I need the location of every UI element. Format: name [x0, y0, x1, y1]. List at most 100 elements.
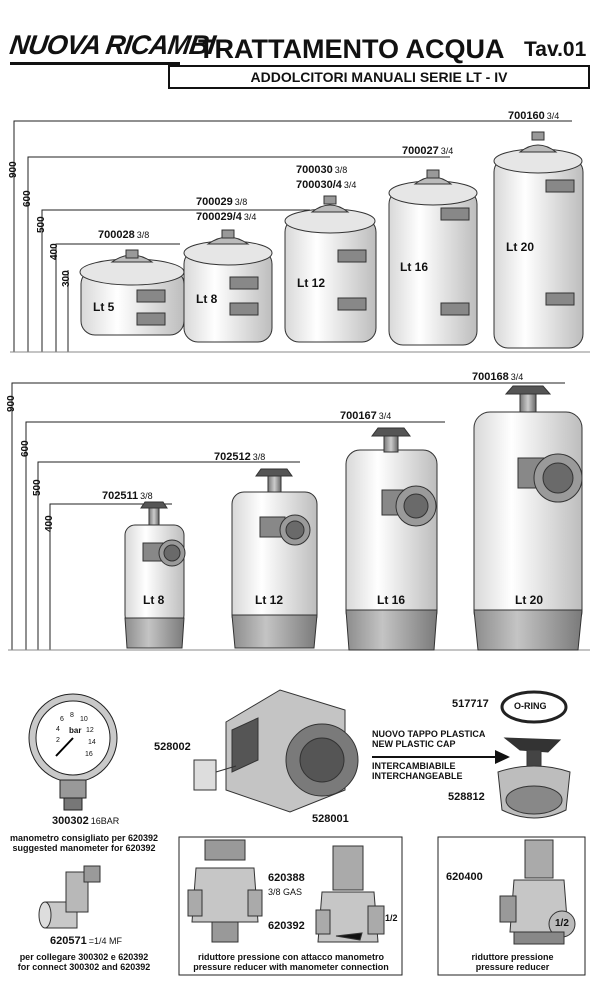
code-value: 700030/4	[296, 179, 342, 191]
caption-it: riduttore pressione con attacco manometr…	[197, 952, 385, 962]
gauge-tick: 10	[80, 716, 88, 723]
height-label-900: 900	[8, 161, 19, 178]
tank-label-lt8: Lt 8	[196, 292, 218, 306]
gauge-tick: 2	[56, 737, 60, 744]
height2-label-400: 400	[44, 515, 55, 532]
note-en: NEW PLASTIC CAP	[372, 739, 456, 749]
code-528001: 528001	[312, 813, 349, 825]
size-value: 3/8	[334, 165, 348, 175]
size-value: 3/4	[440, 146, 454, 156]
code-620388: 620388	[268, 872, 305, 884]
page-subtitle: ADDOLCITORI MANUALI SERIE LT - IV	[168, 65, 590, 89]
reducer-620392-drawing	[315, 845, 385, 943]
caption-it: manometro consigliato per 620392	[9, 833, 159, 843]
tank-lt12-drawing	[284, 195, 377, 343]
tank-label-lt12: Lt 12	[297, 276, 326, 290]
tank-lt5-drawing	[79, 249, 185, 336]
tank2-lt20-drawing	[473, 385, 583, 651]
size-620400: 1/2	[555, 918, 569, 929]
size-value: 3/4	[243, 212, 257, 222]
fitting-caption: per collegare 300302 e 620392 for connec…	[4, 952, 164, 972]
size-value: 3/4	[546, 111, 560, 121]
subtitle-text: ADDOLCITORI MANUALI SERIE LT - IV	[250, 69, 508, 85]
code-value: 700160	[508, 110, 545, 122]
caption-en: for connect 300302 and 620392	[17, 962, 151, 972]
oring-drawing	[500, 690, 568, 724]
height2-label-900: 900	[6, 395, 17, 412]
gauge-tick: 14	[88, 739, 96, 746]
page-title: TRATTAMENTO ACQUA	[198, 34, 505, 64]
gauge-caption: manometro consigliato per 620392 suggest…	[4, 833, 164, 853]
tank-label-lt5: Lt 5	[93, 300, 115, 314]
pressure-gauge-drawing	[28, 693, 118, 811]
code-value: 700029/4	[196, 211, 242, 223]
tank-lt20-drawing	[493, 131, 584, 349]
height-label-500: 500	[36, 216, 47, 233]
note-it: INTERCAMBIABILE	[372, 761, 456, 771]
code-value: 700030	[296, 164, 333, 176]
size-620392: 1/2	[385, 913, 398, 923]
height2-label-500: 500	[32, 479, 43, 496]
caption-en: suggested manometer for 620392	[12, 843, 156, 853]
gauge-unit: bar	[69, 726, 82, 735]
reducer-gauge-caption: riduttore pressione con attacco manometr…	[180, 952, 402, 972]
tank-lt8-drawing	[183, 229, 273, 343]
code-value: 700029	[196, 196, 233, 208]
tank-lt16-drawing	[388, 169, 478, 346]
note-en: INTERCHANGEABLE	[372, 771, 463, 781]
tank-label-lt20: Lt 20	[506, 240, 535, 254]
height2-label-600: 600	[20, 440, 31, 457]
size-value: 3/4	[378, 411, 392, 421]
height-label-300: 300	[61, 270, 72, 287]
code-620571: 620571=1/4 MF	[50, 935, 122, 947]
code-value: 300302	[52, 815, 89, 827]
tank2-lt8-drawing	[124, 501, 186, 649]
caption-it: riduttore pressione	[471, 952, 554, 962]
valve-assembly-drawing	[193, 689, 359, 813]
code-620392: 620392	[268, 920, 305, 932]
code-528812: 528812	[448, 791, 485, 803]
code-value: 700167	[340, 410, 377, 422]
reducer-620388-drawing	[187, 839, 263, 943]
gauge-tick: 4	[56, 726, 60, 733]
height-label-400: 400	[49, 243, 60, 260]
tank2-label-lt20: Lt 20	[515, 593, 544, 607]
section1-height-lines	[10, 120, 590, 353]
size-value: 3/4	[510, 372, 524, 382]
code-value: 702511	[102, 490, 139, 502]
plastic-cap-drawing	[497, 737, 571, 819]
elbow-fitting-drawing	[38, 865, 101, 929]
oring-label: O-RING	[514, 701, 547, 711]
tank2-label-lt12: Lt 12	[255, 593, 284, 607]
code-value: 700027	[402, 145, 439, 157]
size-value: 3/4	[343, 180, 357, 190]
reducer-boxes	[178, 836, 586, 976]
tank2-lt16-drawing	[345, 427, 438, 651]
code-620400: 620400	[446, 871, 483, 883]
interchange-note: INTERCAMBIABILE INTERCHANGEABLE	[372, 761, 463, 781]
gauge-tick: 6	[60, 716, 64, 723]
code-value: 700168	[472, 371, 509, 383]
size-value: 3/8	[136, 230, 150, 240]
code-528002: 528002	[154, 741, 191, 753]
arrow-to-cap	[372, 750, 510, 764]
size-value: 3/8	[140, 491, 153, 501]
size-value: 3/8	[252, 452, 266, 462]
spec-value: =1/4 MF	[88, 936, 122, 946]
tank2-lt12-drawing	[231, 468, 318, 649]
gauge-tick: 16	[85, 751, 93, 758]
spec-620388: 3/8 GAS	[268, 887, 303, 897]
note-it: NUOVO TAPPO PLASTICA	[372, 729, 486, 739]
reducer-620400-drawing	[499, 839, 576, 945]
reducer-caption: riduttore pressione pressure reducer	[440, 952, 585, 972]
